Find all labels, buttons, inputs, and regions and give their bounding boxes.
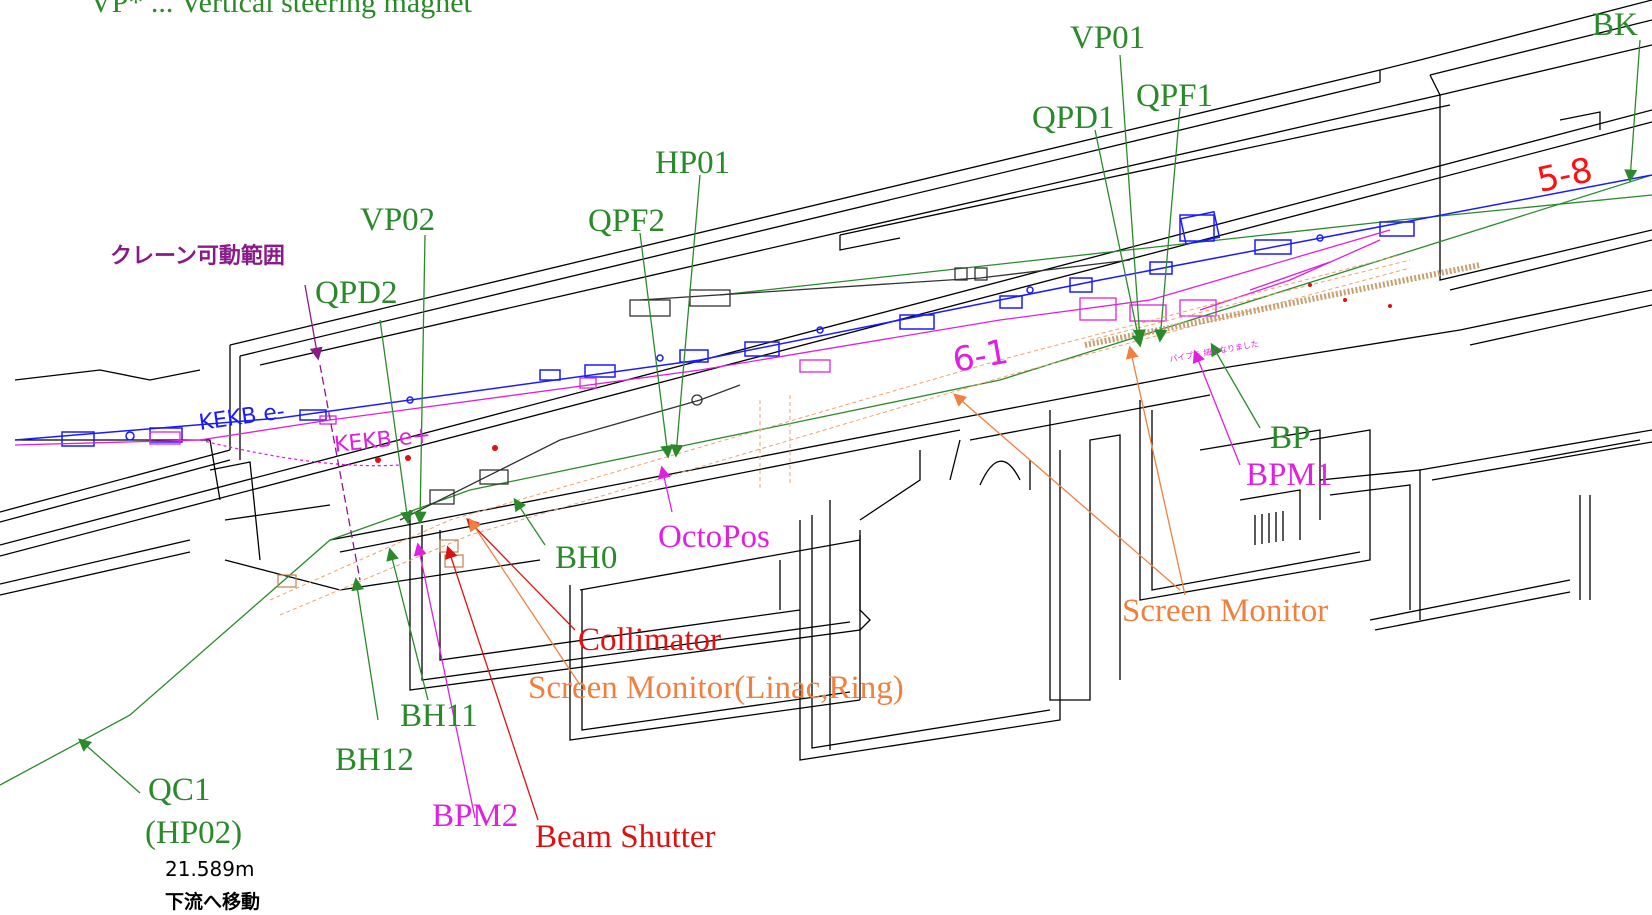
label-bh11: BH11 (400, 698, 478, 734)
label-bh12: BH12 (335, 742, 414, 778)
label-kekb-e-minus: KEKB e- (197, 399, 286, 436)
kekb-e-minus-beamline (14, 174, 1652, 447)
label-distance: 21.589m (165, 857, 254, 881)
label-octopos: OctoPos (658, 519, 770, 555)
tunnel-walls (0, 0, 1652, 761)
label-bp: BP (1270, 420, 1310, 456)
blue-box (1179, 210, 1221, 246)
label-qpf1: QPF1 (1136, 78, 1213, 114)
label-small-note: パイプを 細くなりました (1169, 338, 1260, 364)
label-screen-monitor-linac-ring: Screen Monitor(Linac,Ring) (528, 670, 904, 706)
upper-green-beamline (0, 174, 1652, 786)
orange-dashed-lines (269, 254, 1411, 616)
label-crane-range: クレーン可動範囲 (110, 243, 285, 269)
label-qpd2: QPD2 (315, 275, 398, 311)
label-vp01: VP01 (1070, 20, 1145, 56)
label-bk: BK (1592, 7, 1638, 43)
label-bpm2: BPM2 (432, 798, 518, 834)
label-screen-monitor: Screen Monitor (1122, 593, 1328, 629)
label-qpf2: QPF2 (588, 203, 665, 239)
label-vp02: VP02 (360, 202, 435, 238)
label-qc1: QC1 (148, 772, 210, 808)
label-bpm1: BPM1 (1246, 457, 1332, 493)
label-hp02: (HP02) (145, 815, 242, 851)
label-collimator: Collimator (578, 622, 721, 658)
label-section-6-1: 6-1 (950, 332, 1012, 381)
label-qpd1: QPD1 (1032, 100, 1115, 136)
label-kekb-e-plus: KEKB e+ (333, 423, 432, 458)
label-beam-shutter: Beam Shutter (535, 819, 716, 855)
header-note: VP* ... Vertical steering magnet (90, 0, 473, 19)
kekb-e-plus-beamline (14, 229, 1391, 467)
grey-beamline (399, 259, 1131, 521)
label-move-downstream: 下流へ移動 (165, 890, 260, 913)
label-section-5-8: 5-8 (1534, 150, 1597, 201)
label-bh0: BH0 (555, 540, 617, 576)
red-dots (375, 283, 1392, 463)
label-arrows (78, 39, 1641, 821)
label-hp01: HP01 (655, 145, 730, 181)
